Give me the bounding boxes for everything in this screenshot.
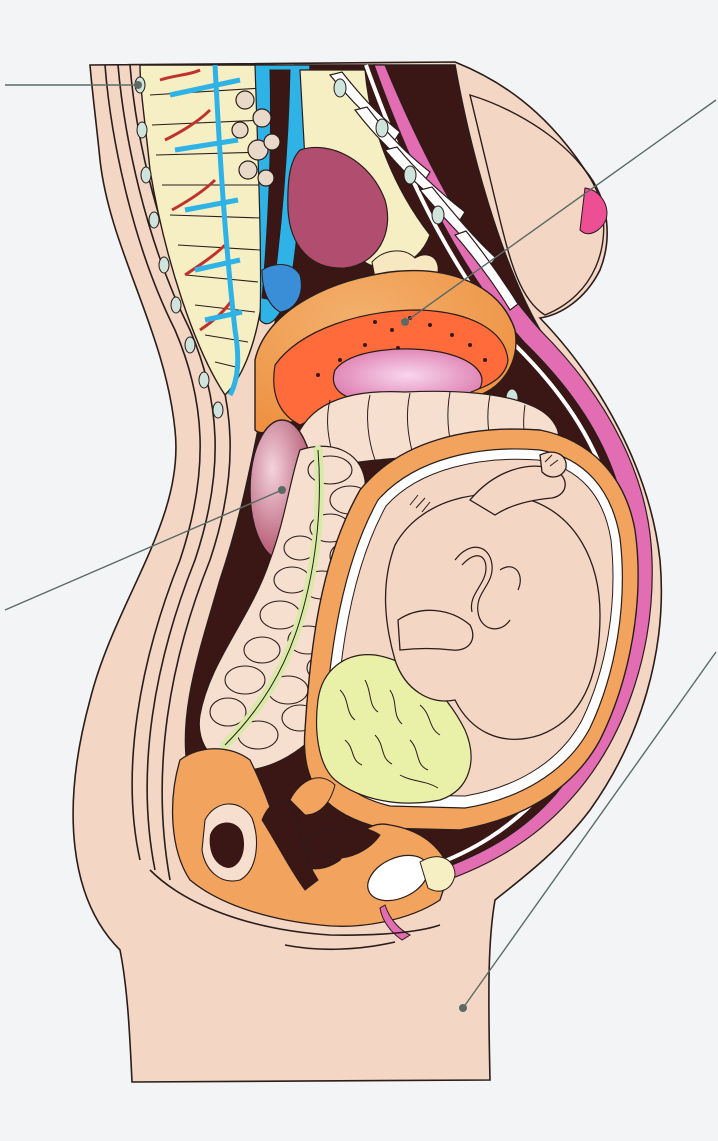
leader-dot-body bbox=[459, 1004, 467, 1012]
leader-dot-spine bbox=[134, 81, 142, 89]
leader-dot-kidney bbox=[278, 486, 286, 494]
fetus-foot bbox=[540, 452, 566, 477]
leader-dot-stomach bbox=[401, 318, 409, 326]
